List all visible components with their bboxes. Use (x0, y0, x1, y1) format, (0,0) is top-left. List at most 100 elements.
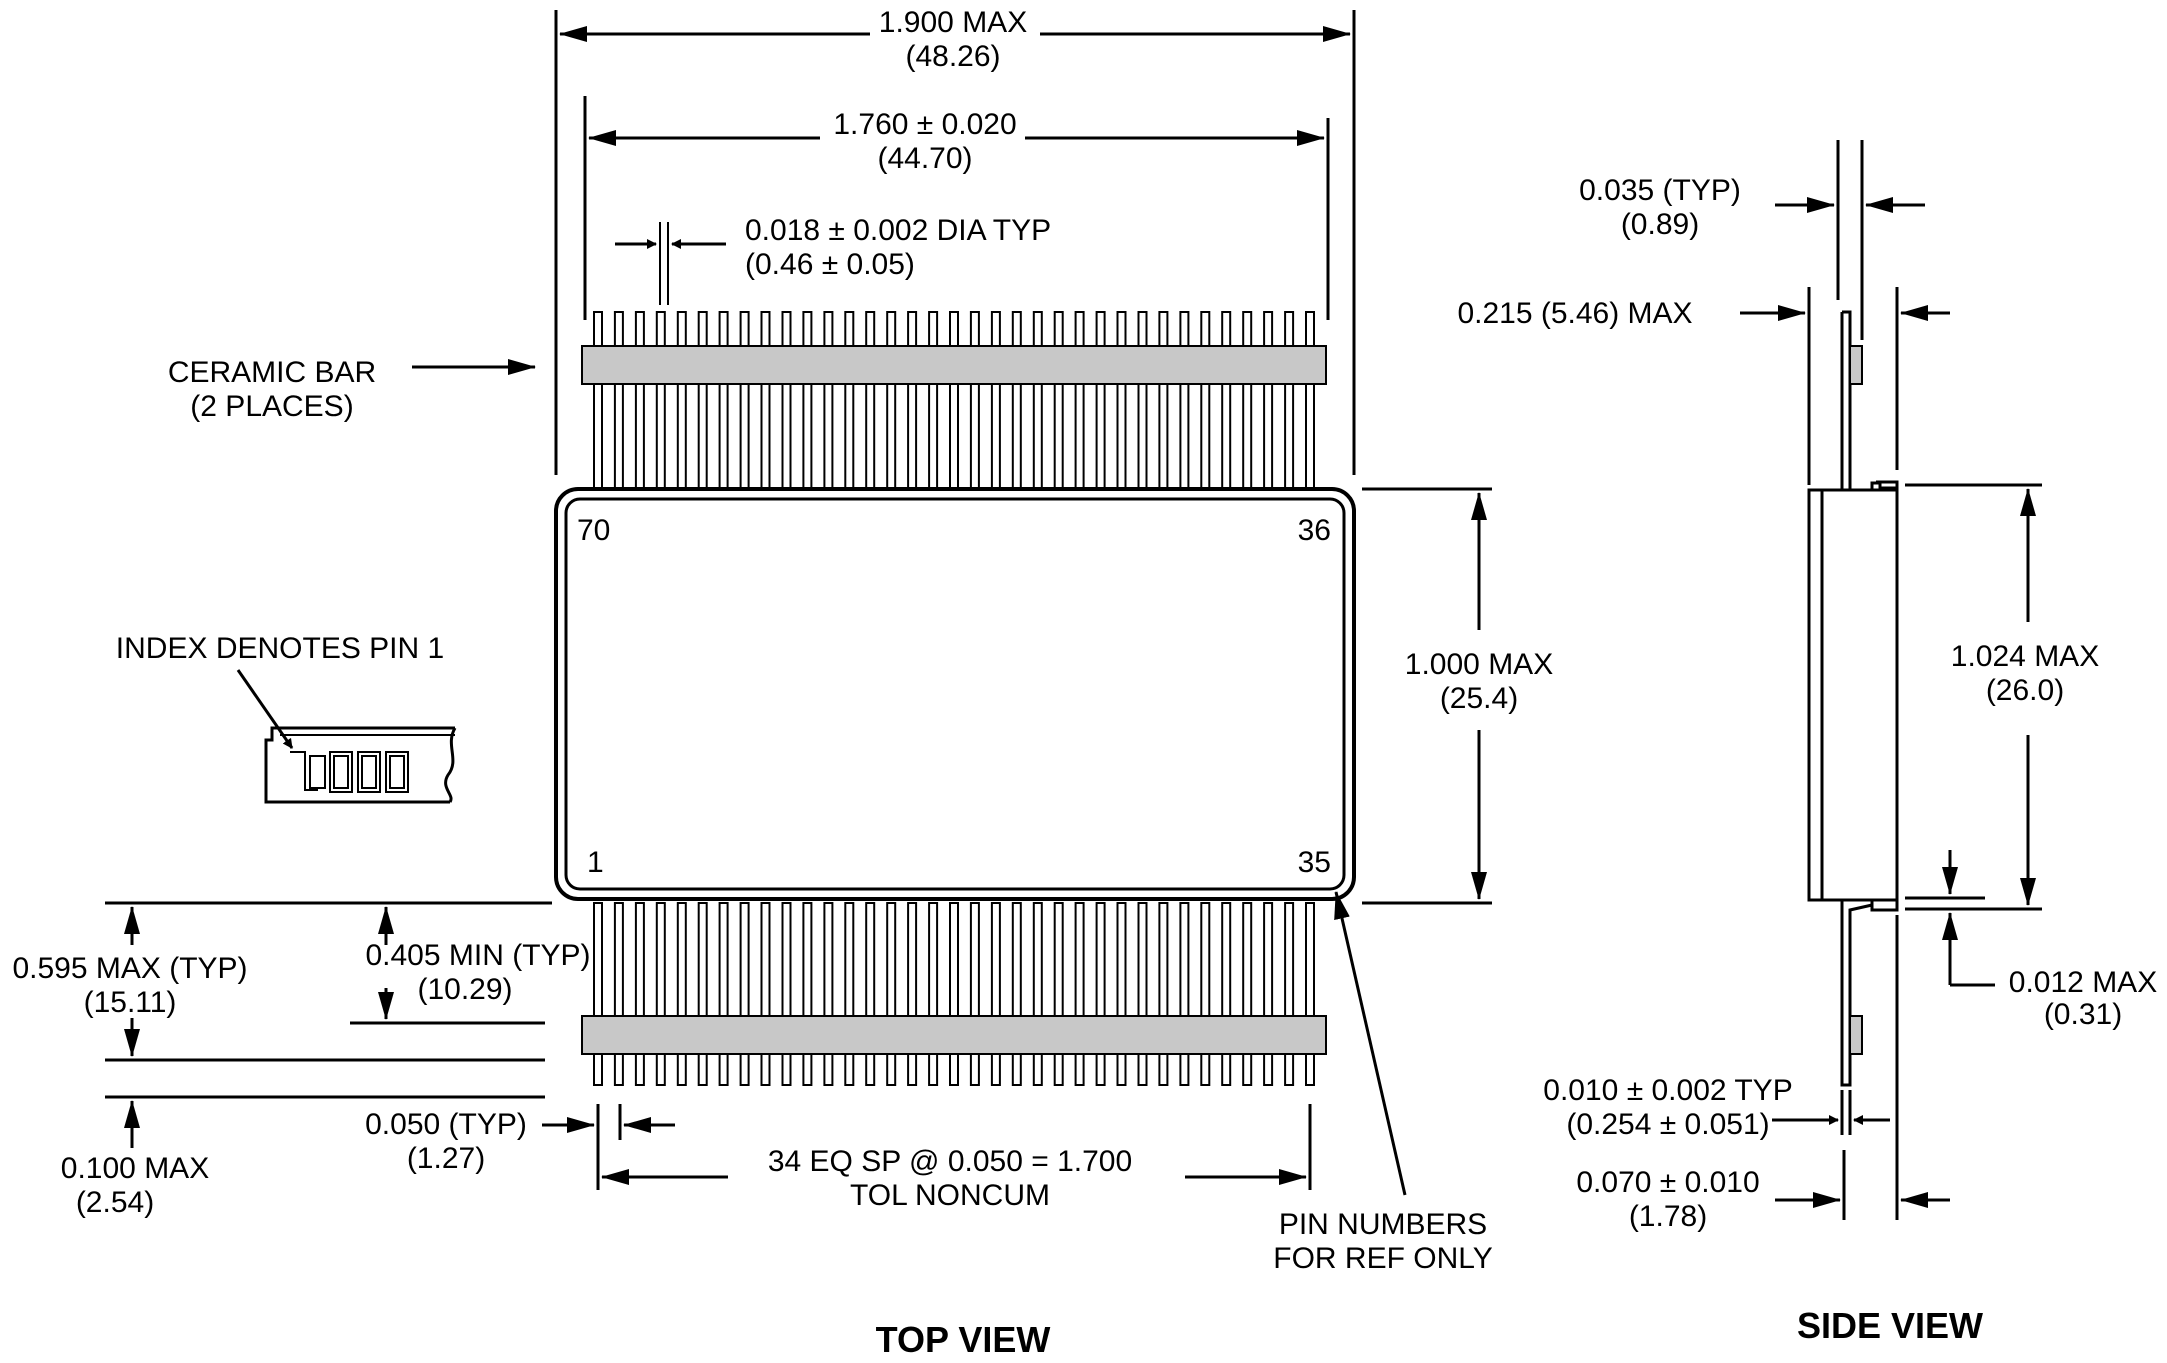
lead-pin-bottom (1305, 902, 1315, 1086)
svg-text:(15.11): (15.11) (84, 986, 177, 1019)
svg-text:(0.31): (0.31) (2044, 998, 2122, 1031)
lead-pin-top (1242, 311, 1253, 490)
lead-pin-bottom (844, 902, 855, 1086)
lead-pin-top (886, 311, 897, 490)
dim-lead-length-min: 0.405 MIN (TYP) (10.29) (350, 906, 591, 1025)
top-lead-row (593, 311, 1315, 490)
lead-pin-top (990, 311, 1001, 490)
lead-pin-top (1011, 311, 1022, 490)
svg-text:INDEX DENOTES PIN 1: INDEX DENOTES PIN 1 (116, 632, 444, 665)
lead-pin-bottom (1032, 902, 1043, 1086)
pin-number-36: 36 (1298, 514, 1331, 547)
bottom-lead-row (593, 902, 1315, 1086)
lead-pin-bottom (1095, 902, 1106, 1086)
lead-pin-bottom (718, 902, 729, 1086)
lead-pin-top (1158, 311, 1169, 490)
dim-tip-max: 0.100 MAX (2.54) (61, 1100, 209, 1219)
svg-text:(10.29): (10.29) (417, 973, 512, 1006)
dim-side-height: 1.024 MAX (26.0) (1905, 483, 2099, 911)
svg-text:(26.0): (26.0) (1986, 674, 2064, 707)
svg-text:(0.89): (0.89) (1621, 208, 1699, 241)
lead-pin-top (1074, 311, 1085, 490)
index-pad (309, 755, 326, 789)
lead-pin-bottom (697, 902, 708, 1086)
lead-pin-top (718, 311, 729, 490)
svg-text:1.900 MAX: 1.900 MAX (879, 6, 1027, 39)
svg-text:(0.46 ± 0.05): (0.46 ± 0.05) (745, 248, 915, 281)
lead-pin-bottom (969, 902, 980, 1086)
lead-pin-bottom (1263, 902, 1274, 1086)
lead-pin-top (634, 311, 645, 490)
lead-pin-top (928, 311, 939, 490)
svg-text:0.012 MAX: 0.012 MAX (2009, 966, 2157, 999)
svg-text:(2 PLACES): (2 PLACES) (190, 390, 353, 423)
index-pad (389, 755, 405, 789)
lead-pin-top (949, 311, 959, 490)
svg-text:34 EQ SP @ 0.050 = 1.700: 34 EQ SP @ 0.050 = 1.700 (768, 1145, 1132, 1178)
svg-text:(0.254 ± 0.051): (0.254 ± 0.051) (1566, 1108, 1769, 1141)
dim-side-thickness: 0.215 (5.46) MAX (1457, 287, 1950, 485)
lead-pin-bottom (676, 902, 687, 1086)
lead-pin-top (907, 311, 918, 490)
lead-pin-top (613, 311, 624, 490)
lead-pin-top (676, 311, 687, 490)
dim-pitch: 0.050 (TYP) (1.27) (365, 1104, 675, 1190)
lead-pin-top (760, 311, 771, 490)
lead-pin-top (1137, 311, 1148, 490)
lead-pin-top (1095, 311, 1106, 490)
ceramic-bar-top (581, 345, 1327, 385)
lead-pin-bottom (1200, 902, 1211, 1086)
dim-body-height: 1.000 MAX (25.4) (1362, 487, 1553, 905)
svg-text:(44.70): (44.70) (877, 142, 972, 175)
lead-pin-bottom (634, 902, 645, 1086)
lead-pin-top (697, 311, 708, 490)
dim-side-offset: 0.070 ± 0.010 (1.78) (1576, 915, 1950, 1233)
index-detail: INDEX DENOTES PIN 1 (116, 632, 457, 804)
ceramic-bar-bottom (581, 1015, 1327, 1055)
dim-side-standoff: 0.012 MAX (0.31) (1905, 850, 2157, 1031)
lead-pin-bottom (1074, 902, 1085, 1086)
lead-pin-bottom (613, 902, 624, 1086)
svg-text:(2.54): (2.54) (76, 1186, 154, 1219)
lead-pin-bottom (1284, 902, 1295, 1086)
lead-pin-bottom (1242, 902, 1253, 1086)
side-ceramic-bar-bottom (1849, 1015, 1863, 1055)
package-body-inner (564, 497, 1346, 891)
svg-text:FOR REF ONLY: FOR REF ONLY (1273, 1242, 1492, 1275)
svg-text:0.010 ± 0.002 TYP: 0.010 ± 0.002 TYP (1543, 1074, 1792, 1107)
lead-pin-top (1200, 311, 1211, 490)
lead-pin-bottom (655, 902, 666, 1086)
svg-text:1.000 MAX: 1.000 MAX (1405, 648, 1553, 681)
svg-text:0.018 ± 0.002 DIA TYP: 0.018 ± 0.002 DIA TYP (745, 214, 1051, 247)
svg-text:1.024 MAX: 1.024 MAX (1951, 640, 2099, 673)
lead-pin-bottom (990, 902, 1001, 1086)
lead-pin-bottom (886, 902, 897, 1086)
lead-pin-top (1305, 311, 1315, 490)
lead-pin-bottom (1011, 902, 1022, 1086)
label-pin-numbers-note: PIN NUMBERS FOR REF ONLY (1273, 891, 1493, 1275)
lead-pin-bottom (802, 902, 813, 1086)
side-profile (1807, 310, 1899, 1087)
lead-pin-top (1053, 311, 1064, 490)
index-pad (329, 751, 353, 793)
side-ceramic-bar-top (1849, 345, 1863, 385)
lead-pin-top (1284, 311, 1295, 490)
lead-pin-top (655, 311, 666, 490)
index-pad (333, 755, 349, 789)
lead-pin-bottom (823, 902, 834, 1086)
lead-pin-bottom (1053, 902, 1064, 1086)
svg-text:1.760 ± 0.020: 1.760 ± 0.020 (833, 108, 1016, 141)
lead-pin-top (593, 311, 603, 490)
side-view-title: SIDE VIEW (1797, 1305, 1983, 1346)
dim-spacing: 34 EQ SP @ 0.050 = 1.700 TOL NONCUM (601, 1104, 1312, 1212)
svg-text:CERAMIC BAR: CERAMIC BAR (168, 356, 376, 389)
lead-pin-bottom (1221, 902, 1232, 1086)
dim-lead-length-max: 0.595 MAX (TYP) (15.11) (12, 901, 552, 1099)
svg-text:(1.27): (1.27) (407, 1142, 485, 1175)
package-body-outer (554, 487, 1356, 901)
svg-text:0.035 (TYP): 0.035 (TYP) (1579, 174, 1741, 207)
svg-text:(1.78): (1.78) (1629, 1200, 1707, 1233)
svg-text:0.215 (5.46) MAX: 0.215 (5.46) MAX (1457, 297, 1692, 330)
lead-pin-bottom (928, 902, 939, 1086)
